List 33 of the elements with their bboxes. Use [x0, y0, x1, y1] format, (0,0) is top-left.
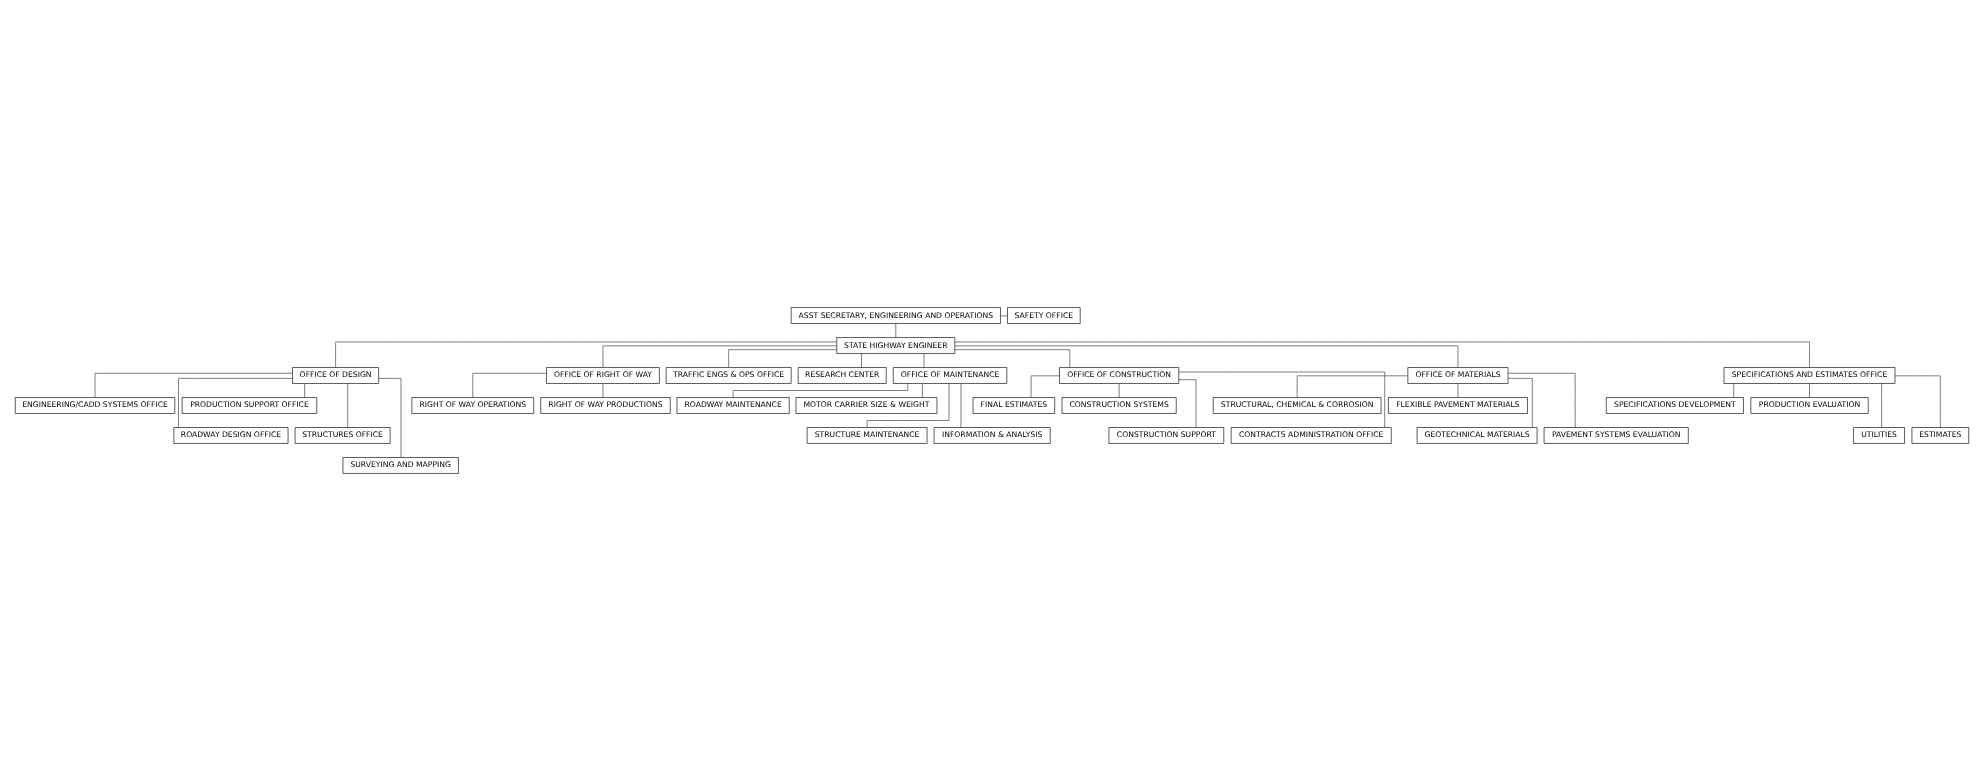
connector — [472, 372, 547, 398]
connector — [922, 383, 923, 398]
connector — [304, 383, 305, 398]
connector — [1507, 372, 1576, 428]
connector — [954, 349, 1071, 368]
connector — [866, 383, 950, 428]
connector — [895, 323, 897, 338]
connector — [335, 341, 837, 368]
connector — [602, 383, 604, 398]
connector — [1000, 315, 1008, 317]
connector — [960, 383, 962, 428]
connector — [1030, 375, 1060, 398]
connector — [94, 372, 293, 398]
connector — [1507, 378, 1533, 428]
connector — [1457, 383, 1459, 398]
connector — [732, 383, 909, 398]
connector — [347, 383, 349, 428]
connector — [1178, 379, 1197, 428]
connector — [923, 353, 925, 368]
connector — [602, 345, 838, 368]
connector — [861, 353, 862, 368]
connector — [954, 345, 1459, 368]
connector — [378, 378, 402, 458]
connector — [1881, 383, 1882, 428]
connector — [1296, 375, 1409, 398]
connector — [1178, 371, 1386, 428]
connector — [954, 341, 1810, 368]
connector — [1809, 383, 1810, 398]
connector — [1118, 383, 1120, 398]
connector — [178, 378, 293, 428]
connector — [728, 349, 837, 368]
connector — [1733, 383, 1735, 398]
connector — [1894, 375, 1941, 428]
